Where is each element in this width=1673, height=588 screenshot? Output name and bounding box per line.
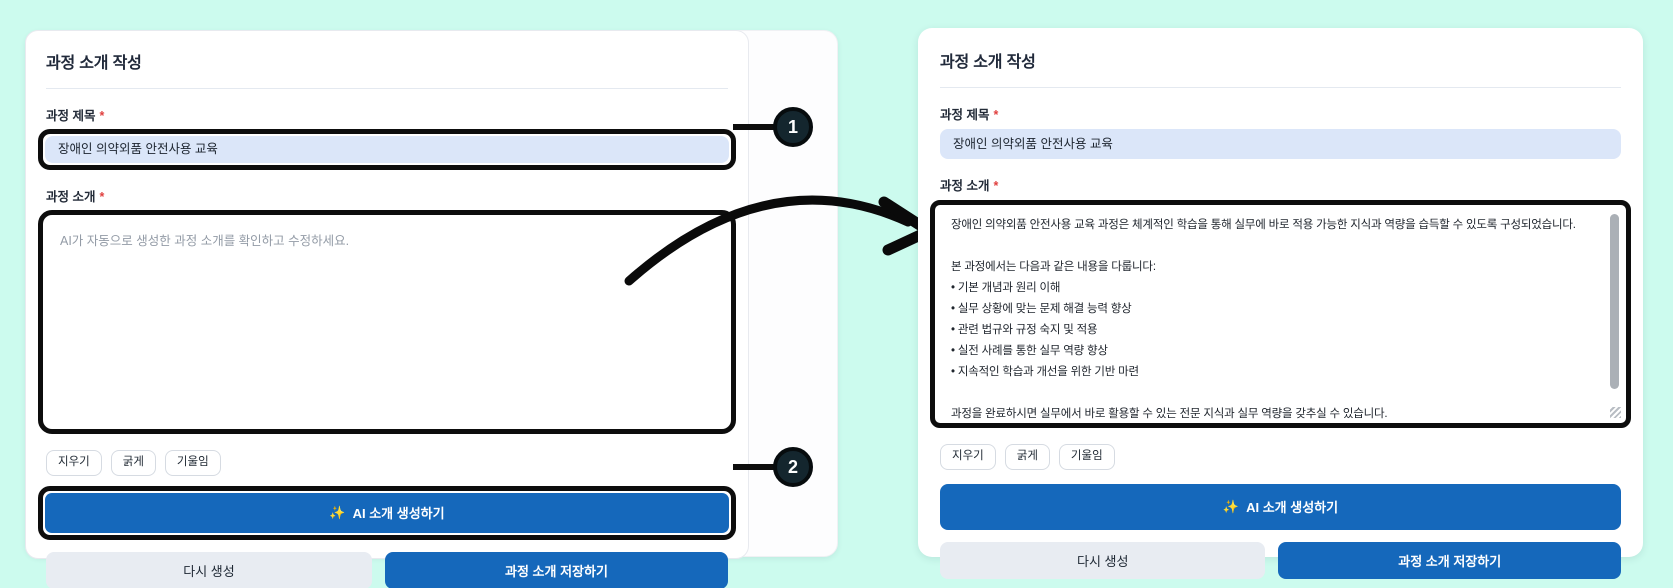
- left-course-intro-panel: 과정 소개 작성 과정 제목* 장애인 의약외품 안전사용 교육 과정 소개* …: [25, 30, 749, 588]
- intro-line: • 실무 상황에 맞는 문제 해결 능력 향상: [951, 303, 1132, 315]
- intro-line: • 기본 개념과 원리 이해: [951, 282, 1061, 294]
- course-intro-label: 과정 소개*: [46, 190, 105, 204]
- textarea-placeholder: AI가 자동으로 생성한 과정 소개를 확인하고 수정하세요.: [60, 234, 350, 248]
- annotation-highlight-result: 장애인 의약외품 안전사용 교육 과정은 체계적인 학습을 통해 실무에 바로 …: [930, 200, 1631, 428]
- regenerate-button[interactable]: 다시 생성: [46, 551, 372, 588]
- format-toolbar: 지우기 굵게 기울임: [940, 444, 1621, 470]
- clear-button[interactable]: 지우기: [940, 444, 996, 470]
- page-title: 과정 소개 작성: [940, 54, 1036, 71]
- generate-ai-intro-label: AI 소개 생성하기: [1246, 500, 1339, 516]
- required-asterisk: *: [99, 109, 105, 123]
- save-intro-button[interactable]: 과정 소개 저장하기: [384, 551, 728, 588]
- annotation-highlight-2: ✨ AI 소개 생성하기: [38, 485, 736, 540]
- course-title-input[interactable]: 장애인 의약외품 안전사용 교육: [45, 136, 729, 163]
- intro-line: 장애인 의약외품 안전사용 교육 과정은 체계적인 학습을 통해 실무에 바로 …: [951, 219, 1576, 231]
- generate-ai-intro-label: AI 소개 생성하기: [352, 506, 445, 522]
- right-course-intro-panel: 과정 소개 작성 과정 제목* 장애인 의약외품 안전사용 교육 과정 소개* …: [918, 28, 1643, 579]
- action-row: 다시 생성 과정 소개 저장하기: [940, 541, 1621, 579]
- annotation-badge-1: 1: [773, 107, 813, 147]
- badge-1-connector-line: [733, 124, 777, 130]
- required-asterisk: *: [993, 108, 999, 122]
- page-title: 과정 소개 작성: [46, 55, 142, 72]
- course-title-input[interactable]: 장애인 의약외품 안전사용 교육: [940, 129, 1621, 159]
- annotation-highlight-1: 장애인 의약외품 안전사용 교육: [38, 129, 736, 170]
- resize-handle-icon[interactable]: [1610, 407, 1621, 418]
- course-intro-textarea[interactable]: 장애인 의약외품 안전사용 교육 과정은 체계적인 학습을 통해 실무에 바로 …: [937, 207, 1624, 421]
- regenerate-button[interactable]: 다시 생성: [940, 541, 1266, 579]
- title-divider: [46, 88, 728, 89]
- intro-line: • 실전 사례를 통한 실무 역량 향상: [951, 345, 1108, 357]
- italic-button[interactable]: 기울임: [1058, 444, 1115, 470]
- intro-line: 본 과정에서는 다음과 같은 내용을 다룹니다:: [951, 261, 1156, 273]
- annotation-highlight-textarea: AI가 자동으로 생성한 과정 소개를 확인하고 수정하세요.: [38, 210, 736, 434]
- required-asterisk: *: [99, 190, 105, 204]
- generate-ai-intro-button[interactable]: ✨ AI 소개 생성하기: [45, 492, 729, 533]
- bold-button[interactable]: 굵게: [110, 450, 156, 476]
- generate-ai-intro-button[interactable]: ✨ AI 소개 생성하기: [940, 483, 1621, 530]
- title-divider: [940, 87, 1621, 88]
- intro-line: 과정을 완료하시면 실무에서 바로 활용할 수 있는 전문 지식과 실무 역량을…: [951, 408, 1388, 420]
- format-toolbar: 지우기 굵게 기울임: [46, 450, 728, 476]
- sparkles-icon: ✨: [1222, 498, 1240, 514]
- action-row: 다시 생성 과정 소개 저장하기: [46, 551, 728, 588]
- course-intro-textarea[interactable]: AI가 자동으로 생성한 과정 소개를 확인하고 수정하세요.: [45, 217, 729, 427]
- course-title-label: 과정 제목*: [940, 108, 999, 122]
- bold-button[interactable]: 굵게: [1004, 444, 1050, 470]
- intro-line: • 관련 법규와 규정 숙지 및 적용: [951, 324, 1098, 336]
- intro-line: [951, 383, 1598, 404]
- course-title-label: 과정 제목*: [46, 109, 105, 123]
- course-intro-label: 과정 소개*: [940, 179, 999, 193]
- sparkles-icon: ✨: [329, 504, 346, 520]
- required-asterisk: *: [993, 179, 999, 193]
- annotation-badge-2: 2: [773, 447, 813, 487]
- clear-button[interactable]: 지우기: [46, 450, 102, 476]
- textarea-scrollbar[interactable]: [1610, 214, 1619, 389]
- italic-button[interactable]: 기울임: [164, 450, 221, 476]
- intro-line: [951, 236, 1598, 257]
- badge-2-connector-line: [733, 464, 777, 470]
- save-intro-button[interactable]: 과정 소개 저장하기: [1278, 541, 1621, 579]
- intro-line: • 지속적인 학습과 개선을 위한 기반 마련: [951, 366, 1139, 378]
- left-screenshot-backdrop: 과정 소개 작성 과정 제목* 장애인 의약외품 안전사용 교육 과정 소개* …: [25, 30, 838, 588]
